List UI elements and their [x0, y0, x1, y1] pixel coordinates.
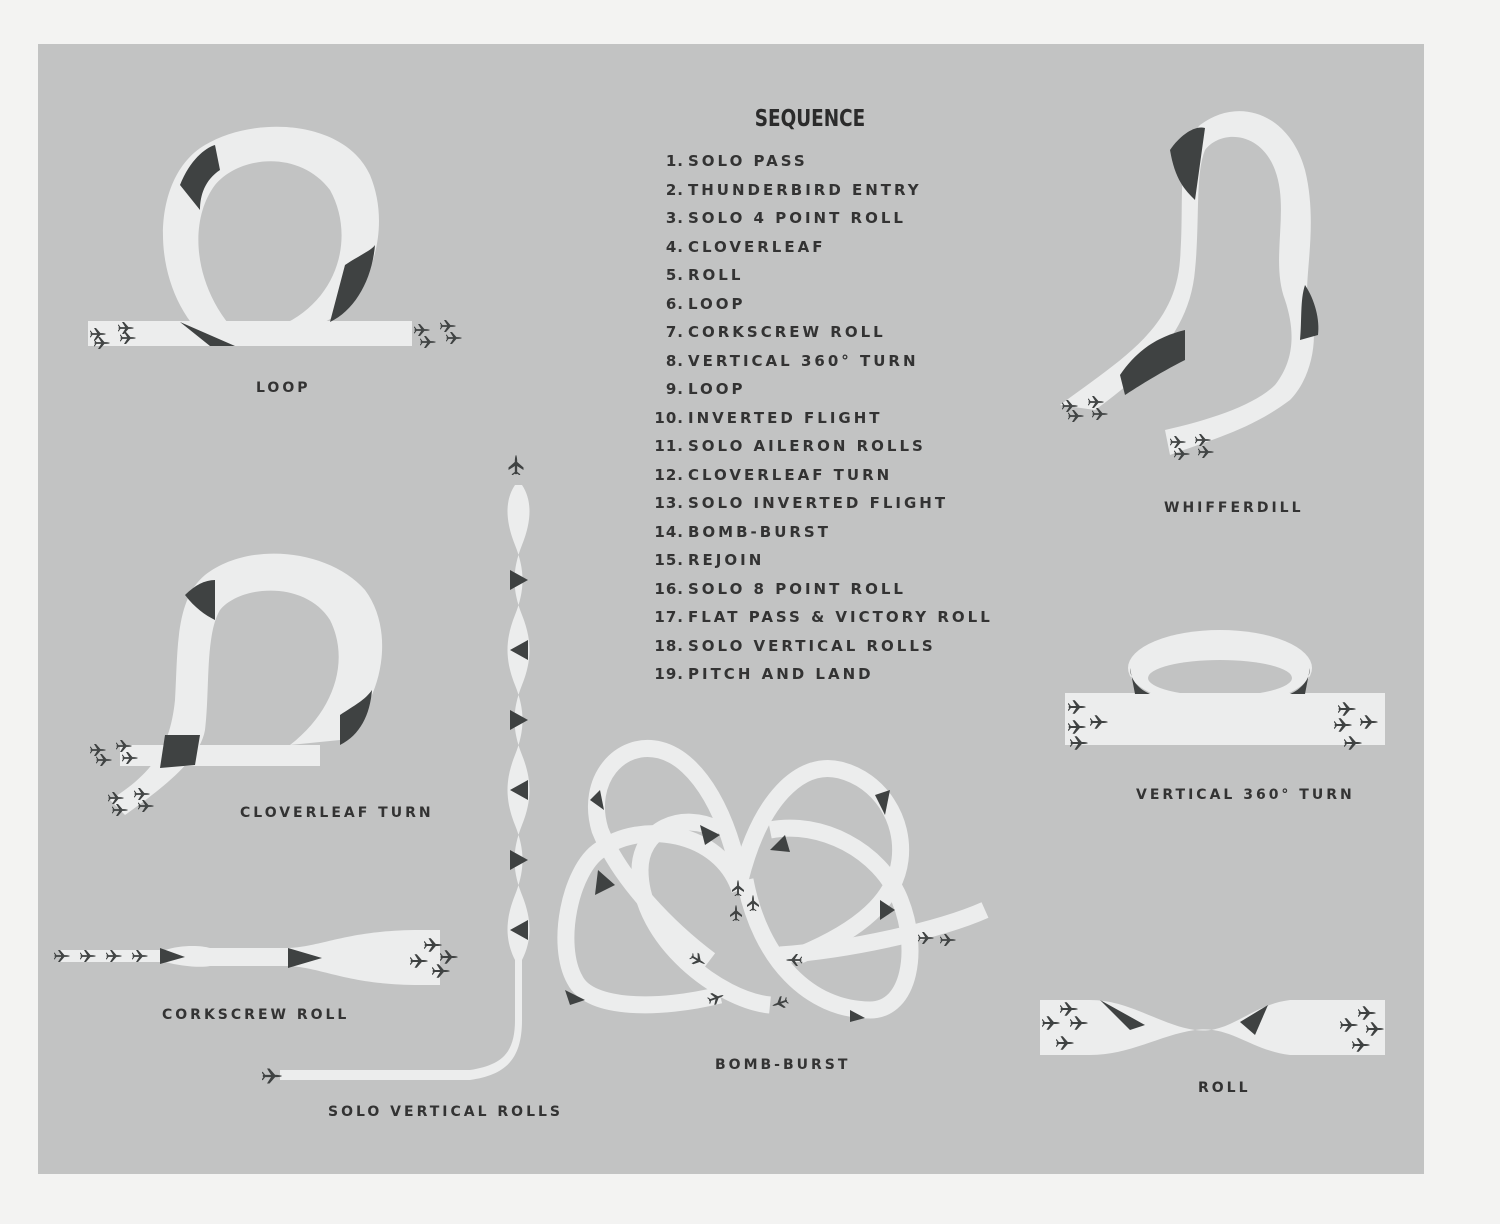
sequence-item-label: SOLO INVERTED FLIGHT — [688, 494, 949, 512]
sequence-item-number: 14. — [654, 522, 684, 541]
caption-loop: LOOP — [256, 380, 311, 396]
sequence-item-label: THUNDERBIRD ENTRY — [688, 180, 922, 199]
sequence-item-label: CLOVERLEAF — [688, 237, 826, 256]
sequence-title: SEQUENCE — [754, 106, 866, 132]
sequence-item: 14.BOMB-BURST — [640, 523, 990, 541]
sequence-item-label: CORKSCREW ROLL — [688, 323, 886, 341]
caption-roll: ROLL — [1198, 1080, 1251, 1096]
caption-whifferdill: WHIFFERDILL — [1164, 500, 1304, 516]
sequence-item: 4.CLOVERLEAF — [640, 238, 990, 256]
sequence-item-label: SOLO 8 POINT ROLL — [688, 579, 906, 598]
caption-solo-vertical-rolls: SOLO VERTICAL ROLLS — [328, 1104, 564, 1120]
sequence-item: 6.LOOP — [640, 295, 990, 313]
sequence-item-number: 10. — [654, 408, 684, 427]
caption-cloverleaf-turn: CLOVERLEAF TURN — [240, 805, 434, 821]
caption-bomb-burst: BOMB-BURST — [715, 1057, 851, 1073]
sequence-item-number: 8. — [665, 351, 684, 370]
sequence-item: 11.SOLO AILERON ROLLS — [640, 437, 990, 455]
sequence-item-label: REJOIN — [688, 551, 765, 569]
sequence-item: 1.SOLO PASS — [640, 152, 990, 170]
sequence-item-number: 7. — [665, 323, 684, 341]
sequence-item-number: 1. — [665, 152, 684, 170]
bomb-burst-shadows — [565, 790, 895, 1022]
sequence-item: 18.SOLO VERTICAL ROLLS — [640, 637, 990, 655]
sequence-item: 16.SOLO 8 POINT ROLL — [640, 580, 990, 598]
sequence-item-number: 6. — [665, 294, 684, 313]
sequence-item-label: INVERTED FLIGHT — [688, 408, 883, 427]
sequence-item-label: LOOP — [688, 380, 746, 398]
sequence-item-label: ROLL — [688, 266, 744, 284]
jet-icon — [262, 455, 524, 1084]
sequence-item: 3.SOLO 4 POINT ROLL — [640, 209, 990, 227]
solo-vertical-rolls-illustration — [262, 455, 530, 1084]
sequence-item: 19.PITCH AND LAND — [640, 665, 990, 683]
loop-illustration — [88, 126, 462, 349]
sequence-item-number: 5. — [665, 266, 684, 284]
sequence-item-number: 13. — [654, 494, 684, 512]
caption-vertical-360-turn: VERTICAL 360° TURN — [1136, 787, 1355, 803]
sequence-item: 9.LOOP — [640, 380, 990, 398]
sequence-item-label: SOLO PASS — [688, 152, 808, 170]
sequence-item-number: 4. — [665, 237, 684, 256]
roll-illustration — [1040, 1000, 1385, 1055]
sequence-item: 13.SOLO INVERTED FLIGHT — [640, 494, 990, 512]
sequence-item: 2.THUNDERBIRD ENTRY — [640, 181, 990, 199]
sequence-item-number: 17. — [654, 608, 684, 626]
sequence-item: 15.REJOIN — [640, 551, 990, 569]
bomb-burst-illustration — [557, 740, 989, 1019]
sequence-item-label: LOOP — [688, 294, 746, 313]
sequence-item: 8.VERTICAL 360° TURN — [640, 352, 990, 370]
corkscrew-roll-illustration — [54, 930, 458, 985]
sequence-item: 5.ROLL — [640, 266, 990, 284]
sequence-item-label: VERTICAL 360° TURN — [688, 351, 919, 370]
sequence-item-label: FLAT PASS & VICTORY ROLL — [688, 608, 993, 626]
cloverleaf-turn-illustration — [90, 553, 383, 816]
sequence-item-label: BOMB-BURST — [688, 522, 831, 541]
sequence-item-number: 9. — [665, 380, 684, 398]
sequence-item: 17.FLAT PASS & VICTORY ROLL — [640, 608, 990, 626]
sequence-item-number: 19. — [654, 665, 684, 683]
sequence-item-number: 3. — [665, 209, 684, 227]
sequence-item-number: 12. — [654, 465, 684, 484]
sequence-item-label: CLOVERLEAF TURN — [688, 465, 893, 484]
sequence-item-label: SOLO AILERON ROLLS — [688, 437, 926, 455]
sequence-item-number: 18. — [654, 636, 684, 655]
sequence-item-number: 15. — [654, 551, 684, 569]
caption-corkscrew-roll: CORKSCREW ROLL — [162, 1007, 350, 1023]
sequence-item-number: 11. — [654, 437, 684, 455]
sequence-item: 10.INVERTED FLIGHT — [640, 409, 990, 427]
whifferdill-illustration — [1060, 111, 1319, 460]
sequence-item: 12.CLOVERLEAF TURN — [640, 466, 990, 484]
sequence-item-label: SOLO VERTICAL ROLLS — [688, 636, 936, 655]
sequence-item: 7.CORKSCREW ROLL — [640, 323, 990, 341]
vertical-360-turn-illustration — [1065, 630, 1385, 750]
sequence-item-label: PITCH AND LAND — [688, 665, 874, 683]
sequence-item-number: 16. — [654, 579, 684, 598]
sequence-item-number: 2. — [665, 180, 684, 199]
sequence-item-label: SOLO 4 POINT ROLL — [688, 209, 906, 227]
